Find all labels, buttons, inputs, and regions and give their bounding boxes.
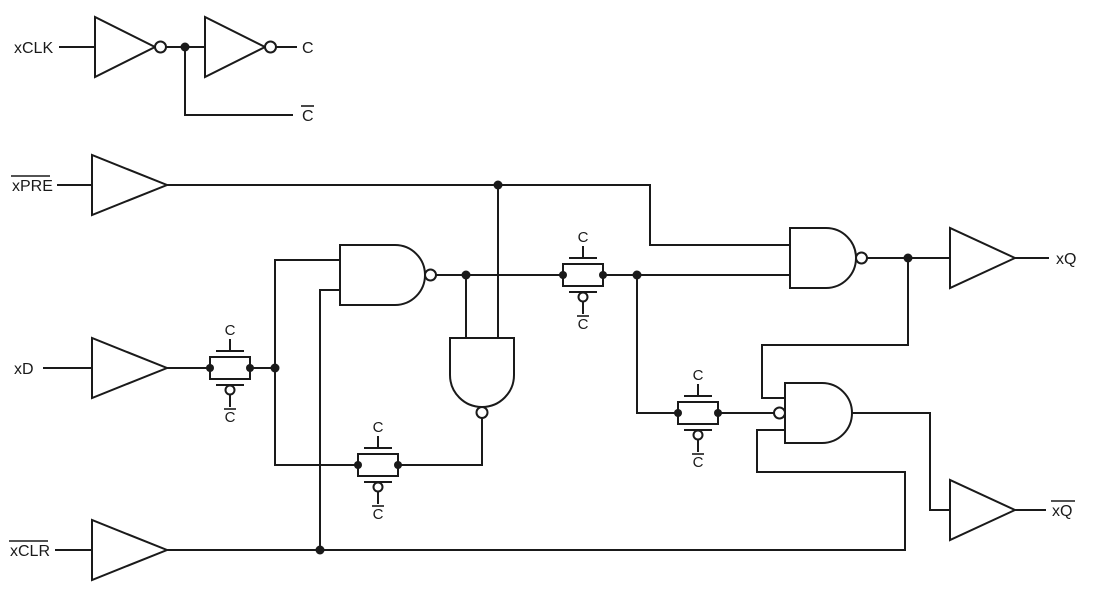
junction-dot-master-node xyxy=(270,363,280,373)
transmission-gate-master-feedback: C C xyxy=(352,419,404,523)
nand-gate-master-feedback-body xyxy=(449,337,515,408)
xclr-buffer xyxy=(91,518,170,582)
wire-xq-feedback xyxy=(761,257,909,399)
tg2-clock-label: C xyxy=(578,229,589,246)
tg4-terminal-dot-left xyxy=(354,461,362,469)
xclr-label: xCLR xyxy=(10,543,50,560)
tg2-terminal-dot-left xyxy=(559,271,567,279)
wire-nandb-output-to-tg4 xyxy=(402,417,483,466)
nand-gate-output-qbar-input-bubble xyxy=(773,406,786,420)
junction-dot-xclr xyxy=(315,545,325,555)
wire-slave-drop-to-tg3 xyxy=(636,274,674,414)
tg2-clockbar-label: C xyxy=(578,316,589,333)
tg4-clock-label: C xyxy=(373,419,384,436)
wire-nandc-output xyxy=(851,412,951,511)
xd-buffer xyxy=(91,336,170,400)
nand-gate-output-qbar xyxy=(773,382,853,444)
junction-dot-clock xyxy=(180,42,190,52)
nand-gate-master xyxy=(339,244,437,306)
transmission-gate-data-input: C C xyxy=(204,322,256,426)
inverter-2-bubble xyxy=(264,40,277,54)
tg1-terminal-dot-left xyxy=(206,364,214,372)
nand-gate-master-feedback-bubble xyxy=(475,406,489,419)
tg3-clock-label: C xyxy=(693,367,704,384)
transmission-gate-master-to-slave: C C xyxy=(557,229,609,333)
xpre-label: xPRE xyxy=(12,178,53,195)
c-label: C xyxy=(302,40,314,57)
nand-gate-master-body xyxy=(339,244,426,306)
nand-gate-master-bubble xyxy=(424,268,437,282)
nand-gate-output-q-body xyxy=(789,227,857,289)
wire-xclr-to-nand1 xyxy=(319,289,341,551)
wires xyxy=(43,46,1049,551)
xpre-buffer xyxy=(91,153,170,217)
junction-dot-xq xyxy=(903,253,913,263)
inverter-1-body xyxy=(94,15,158,79)
xq-buffer xyxy=(949,226,1018,290)
inverter-1 xyxy=(94,15,167,79)
tg4-terminal-dot-right xyxy=(394,461,402,469)
tg3-clockbar-label: C xyxy=(693,454,704,471)
wire-xclr-main xyxy=(166,429,906,551)
wire-master-node xyxy=(274,259,354,466)
wire-xpre-main xyxy=(166,184,791,246)
tg3-gate-bubble xyxy=(692,429,704,441)
inverter-2-body xyxy=(204,15,268,79)
wire-cbar-branch xyxy=(184,46,293,116)
tg4-gate-bubble xyxy=(372,481,384,493)
junction-dots xyxy=(180,42,913,555)
inverter-2 xyxy=(204,15,277,79)
inverter-1-bubble xyxy=(154,40,167,54)
junction-dot-nand1-out xyxy=(461,270,471,280)
xd-label: xD xyxy=(14,361,34,378)
transmission-gate-slave: C C xyxy=(672,367,724,471)
tg3-terminal-dot-left xyxy=(674,409,682,417)
signal-labels: xCLK C C xPRE xD xCLR xQ xQ xyxy=(9,40,1076,560)
tg3-terminal-dot-right xyxy=(714,409,722,417)
tg1-clock-label: C xyxy=(225,322,236,339)
tg1-terminal-dot-right xyxy=(246,364,254,372)
tg2-gate-bubble xyxy=(577,291,589,303)
tg4-clockbar-label: C xyxy=(373,506,384,523)
nand-gate-master-feedback xyxy=(449,337,515,419)
xclk-label: xCLK xyxy=(14,40,53,57)
junction-dot-xpre xyxy=(493,180,503,190)
nand-gate-output-q xyxy=(789,227,868,289)
junction-dot-slave-node xyxy=(632,270,642,280)
tg2-terminal-dot-right xyxy=(599,271,607,279)
nand-gate-output-q-bubble xyxy=(855,251,868,265)
tg1-gate-bubble xyxy=(224,384,236,396)
xq-label: xQ xyxy=(1056,251,1076,268)
nand-gate-output-qbar-body xyxy=(784,382,853,444)
xqbar-label: xQ xyxy=(1052,503,1072,520)
cbar-label: C xyxy=(302,108,314,125)
tg1-clockbar-label: C xyxy=(225,409,236,426)
xqbar-buffer xyxy=(949,478,1018,542)
